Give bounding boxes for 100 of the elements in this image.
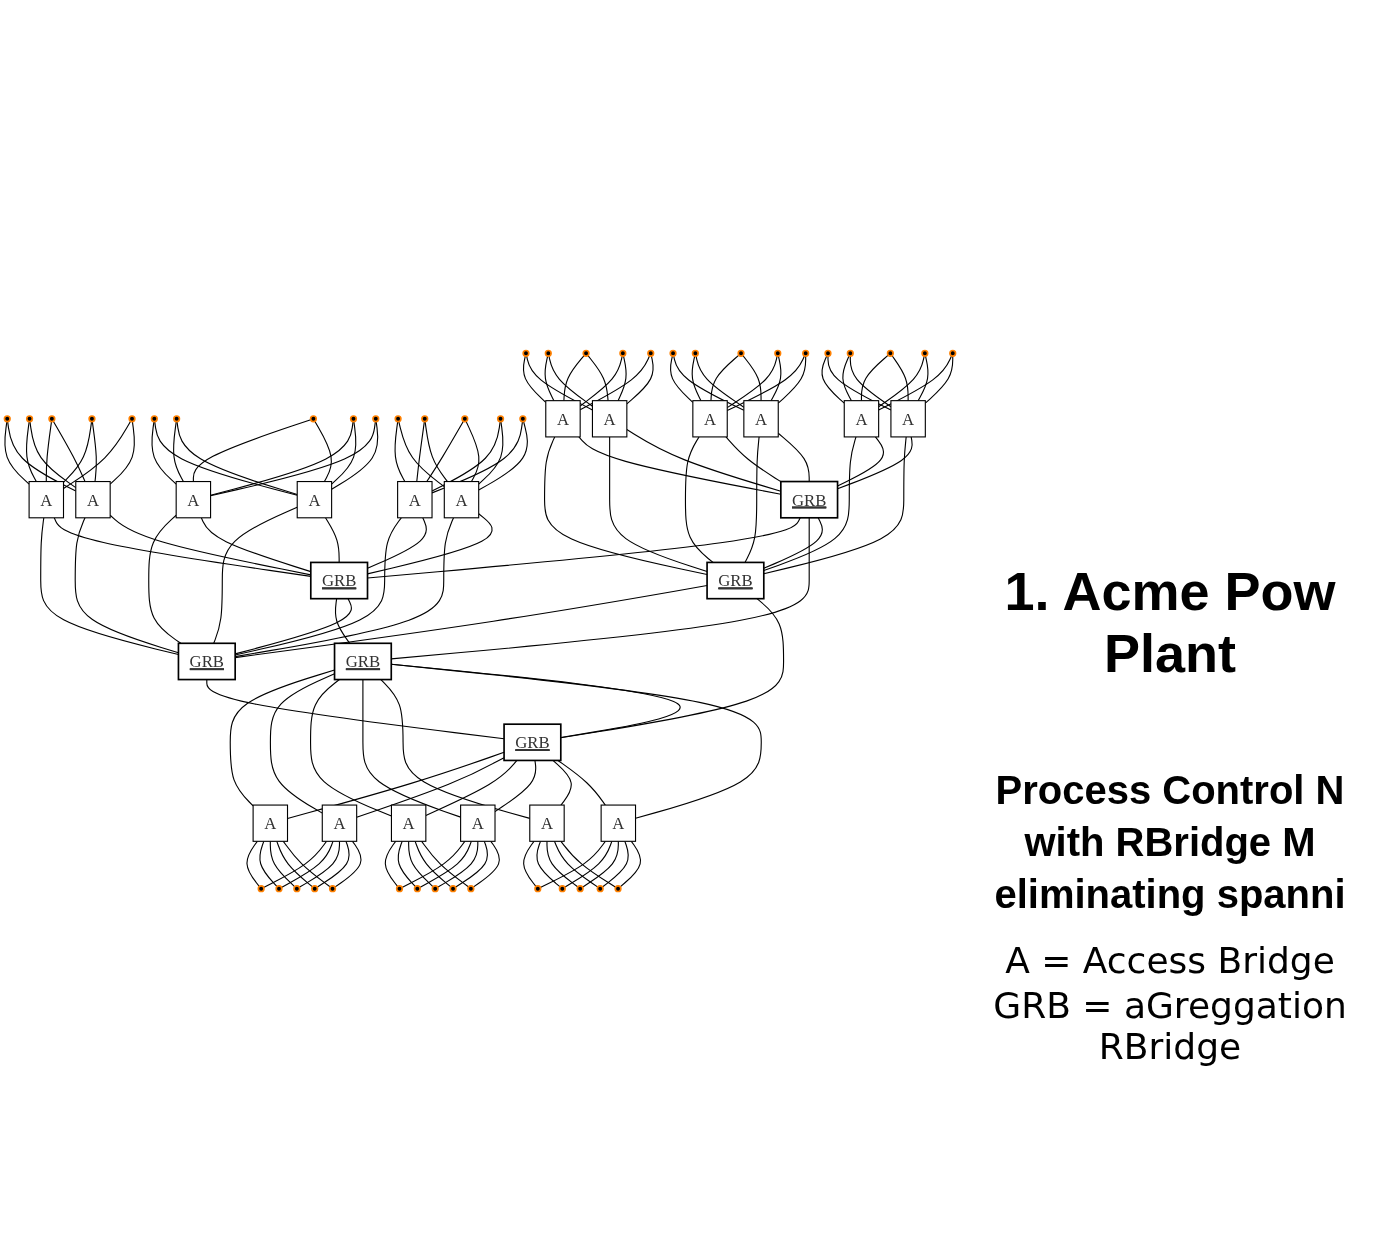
connector xyxy=(578,436,782,495)
connector xyxy=(860,354,889,402)
connector xyxy=(398,420,445,488)
connector xyxy=(587,354,609,402)
node-box: A xyxy=(890,400,926,438)
connector xyxy=(4,421,30,485)
connector xyxy=(763,436,857,572)
connector xyxy=(742,354,762,402)
connector xyxy=(548,355,593,407)
node-circle xyxy=(802,349,810,357)
node-box: A xyxy=(443,481,480,519)
connector xyxy=(424,421,449,483)
node-box: A xyxy=(175,481,212,519)
connector xyxy=(454,840,489,888)
connector xyxy=(206,679,505,740)
connector xyxy=(437,840,479,888)
connector xyxy=(74,517,179,654)
connector xyxy=(176,421,298,495)
node-circle xyxy=(395,885,404,893)
subtitle: Process Control N with RBridge M eliminating spanni xyxy=(993,767,1347,918)
node-box: A xyxy=(743,400,779,438)
node-circle xyxy=(25,415,34,423)
connector xyxy=(314,420,332,483)
node-box: A xyxy=(390,804,427,842)
node-circle xyxy=(309,415,318,423)
node-circle xyxy=(519,415,527,423)
connector xyxy=(744,436,760,563)
connector xyxy=(213,506,298,644)
connector xyxy=(478,420,528,491)
node-circle xyxy=(774,349,782,357)
connector xyxy=(710,354,740,402)
connector xyxy=(414,840,452,888)
note: GRB = aGreggation RBridge xyxy=(992,985,1348,1067)
connector xyxy=(263,840,328,889)
node-circle xyxy=(128,415,136,423)
node-box: A xyxy=(591,400,628,438)
connector xyxy=(544,436,708,576)
node-circle xyxy=(88,415,96,423)
connector xyxy=(416,421,425,483)
connector xyxy=(151,421,177,485)
node-box: GRB xyxy=(333,642,393,681)
node-circle xyxy=(173,415,181,423)
connector xyxy=(478,421,504,485)
node-box: GRB xyxy=(780,480,839,519)
node-circle xyxy=(558,885,566,893)
node-circle xyxy=(349,415,358,423)
connector xyxy=(626,429,782,492)
connector xyxy=(917,355,929,402)
node-box: A xyxy=(843,400,880,438)
node-circle xyxy=(150,415,158,423)
connector xyxy=(837,436,884,487)
node-box: GRB xyxy=(706,561,765,600)
connector xyxy=(45,421,53,483)
connector xyxy=(173,421,184,483)
connector xyxy=(331,421,379,490)
connector xyxy=(522,355,547,403)
connector xyxy=(619,840,642,888)
node-box: A xyxy=(460,804,496,842)
connector xyxy=(472,840,500,888)
node-circle xyxy=(614,885,622,893)
node-circle xyxy=(257,885,265,893)
connector xyxy=(109,421,135,485)
node-circle xyxy=(596,885,604,893)
connector xyxy=(465,420,480,483)
node-circle xyxy=(669,349,677,357)
node-circle xyxy=(846,349,854,357)
title: 1. Acme Pow Plant xyxy=(1003,560,1337,684)
node-circle xyxy=(311,885,319,893)
node-circle xyxy=(949,349,957,357)
connector xyxy=(397,840,416,888)
connector xyxy=(626,355,654,405)
connector xyxy=(148,514,182,644)
connector xyxy=(669,355,694,403)
connector xyxy=(394,421,406,483)
connector xyxy=(316,840,350,888)
connector xyxy=(384,840,399,888)
connector xyxy=(310,679,392,817)
node-circle xyxy=(413,885,421,893)
connector xyxy=(763,517,823,569)
node-circle xyxy=(421,415,429,423)
connector xyxy=(259,840,278,888)
connector xyxy=(331,421,357,485)
connector xyxy=(324,517,340,563)
node-circle xyxy=(647,349,655,357)
node-box: GRB xyxy=(309,561,369,600)
connector xyxy=(192,419,312,483)
node-circle xyxy=(582,349,590,357)
connector xyxy=(356,757,505,818)
connector xyxy=(334,598,351,644)
connector xyxy=(298,840,341,888)
node-circle xyxy=(691,349,699,357)
connector xyxy=(401,840,466,889)
connector xyxy=(777,355,807,404)
connector xyxy=(408,840,434,888)
node-circle xyxy=(275,885,283,893)
connector xyxy=(544,355,555,402)
node-circle xyxy=(737,349,745,357)
connector xyxy=(842,355,852,402)
node-circle xyxy=(394,415,402,423)
node-box: A xyxy=(692,400,728,438)
